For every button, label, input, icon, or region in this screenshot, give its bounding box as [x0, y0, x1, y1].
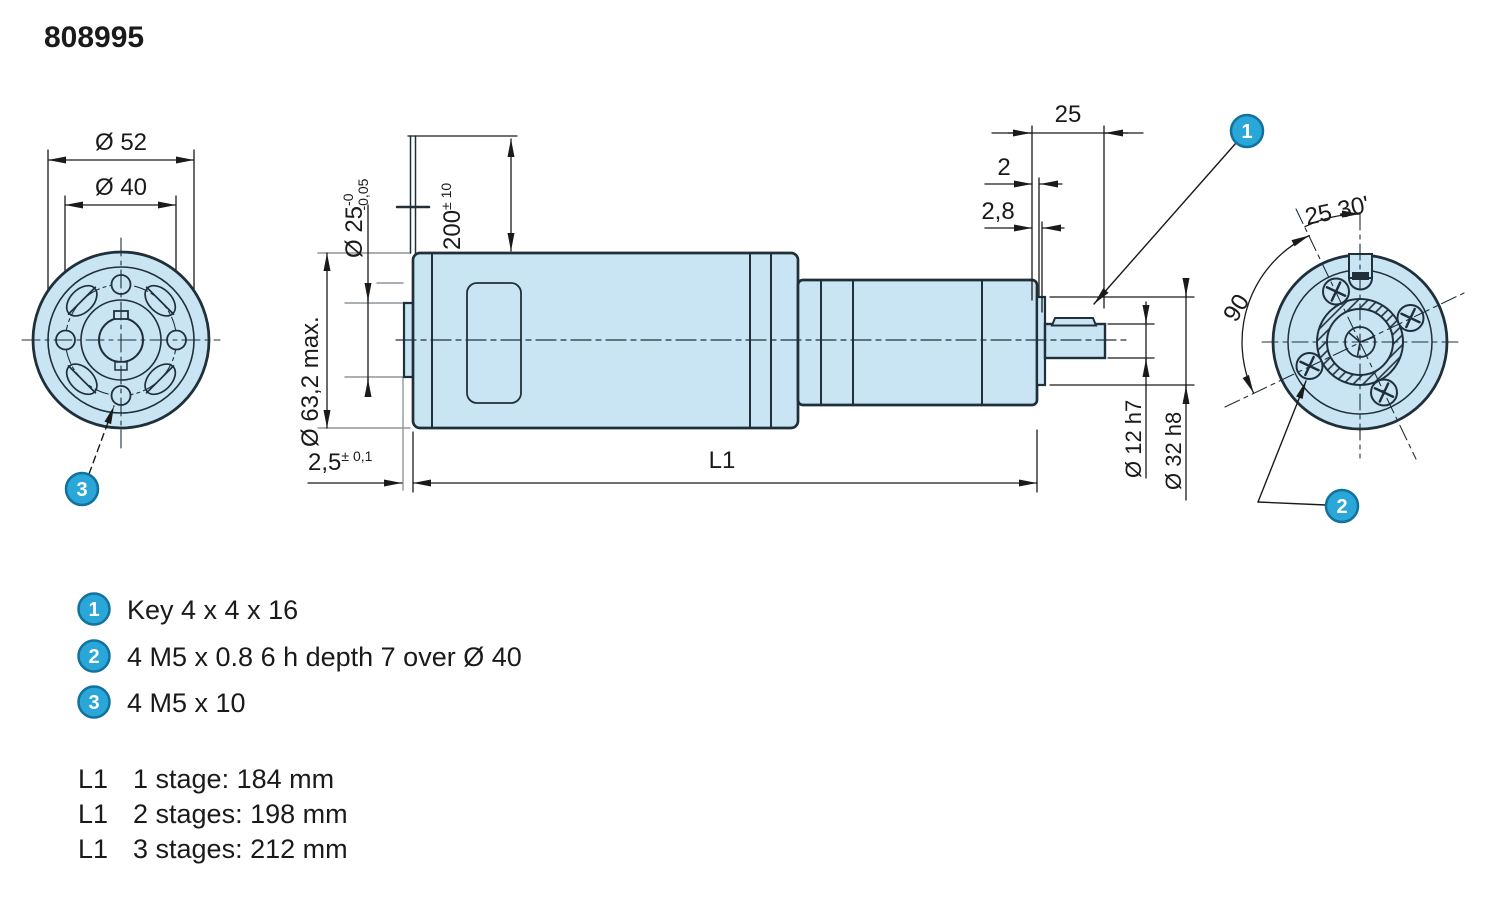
- flange-slots: [65, 284, 177, 396]
- dim-boss-width: 2: [984, 154, 1063, 297]
- rear-face: [1224, 208, 1465, 460]
- legend-number-1: 1: [88, 599, 99, 621]
- callout-2-number: 2: [1336, 496, 1347, 518]
- length-table: L1 1 stage: 184 mm L1 2 stages: 198 mm L…: [78, 764, 348, 864]
- length-value-1: 1 stage: 184 mm: [133, 764, 334, 794]
- dim-shaft-length-label: 25: [1055, 101, 1082, 128]
- legend-text-1: Key 4 x 4 x 16: [127, 595, 298, 625]
- dim-boss-dia: Ø 32 h8: [1049, 278, 1195, 501]
- dim-key-offset: 2,8: [981, 198, 1065, 313]
- legend-item-2: 2 4 M5 x 0.8 6 h depth 7 over Ø 40: [77, 639, 522, 673]
- part-number: 808995: [44, 21, 144, 54]
- length-row-2: L1 2 stages: 198 mm: [78, 799, 348, 829]
- callout-2: 2: [1257, 380, 1360, 524]
- legend-text-2: 4 M5 x 0.8 6 h depth 7 over Ø 40: [127, 642, 522, 672]
- callout-3-number: 3: [76, 479, 87, 501]
- legend-bubble-2: [77, 639, 111, 673]
- length-row-1: L1 1 stage: 184 mm: [78, 764, 334, 794]
- front-flange: [21, 237, 221, 451]
- dim-key-offset-label: 2,8: [981, 198, 1014, 225]
- legend-bubble-1: [77, 592, 111, 626]
- legend-bubble-3: [77, 685, 111, 719]
- dim-L1-label: L1: [709, 447, 736, 474]
- dim-shaft-dia-label: Ø 12 h7: [1121, 400, 1146, 478]
- legend-item-1: 1 Key 4 x 4 x 16: [77, 592, 298, 626]
- dim-L1: L1: [412, 429, 1038, 493]
- legend-text-3: 4 M5 x 10: [127, 688, 246, 718]
- output-shaft: [1043, 322, 1107, 360]
- dim-shaft-length: 25: [991, 101, 1144, 309]
- dim-shaft-dia: Ø 12 h7: [1107, 301, 1155, 479]
- callout-3: 3: [64, 405, 115, 507]
- callout-1-number: 1: [1241, 121, 1252, 143]
- length-label-1: L1: [78, 764, 108, 794]
- motor-label-window: [466, 282, 522, 404]
- length-value-2: 2 stages: 198 mm: [133, 799, 348, 829]
- dim-dia-52-label: Ø 52: [95, 129, 147, 156]
- dim-body-dia-label: Ø 63,2 max.: [297, 316, 324, 447]
- motor-cable: [395, 135, 431, 254]
- dim-cable-length: 200± 10: [407, 135, 518, 252]
- length-value-3: 3 stages: 212 mm: [133, 834, 348, 864]
- dim-cable-length-label: 200± 10: [438, 183, 466, 250]
- dim-pilot-dia: Ø 25-0-0,05: [340, 178, 372, 397]
- dim-pilot-dia-label: Ø 25-0-0,05: [340, 178, 371, 258]
- dim-angle-90-label: 90: [1218, 290, 1255, 327]
- gearmotor-body: [395, 135, 1127, 430]
- length-label-3: L1: [78, 834, 108, 864]
- front-centerlines: [21, 237, 221, 451]
- callout-3-bubble: [64, 471, 100, 507]
- dim-boss-dia-label: Ø 32 h8: [1161, 412, 1186, 490]
- rear-view: 90 25 30' 2: [1218, 191, 1465, 524]
- length-row-3: L1 3 stages: 212 mm: [78, 834, 348, 864]
- callout-2-bubble: [1324, 488, 1360, 524]
- length-label-2: L1: [78, 799, 108, 829]
- gearbox-housing: [796, 278, 1039, 407]
- dim-pilot-depth: 2,5± 0,1: [307, 448, 403, 487]
- dim-pilot-depth-label: 2,5± 0,1: [308, 448, 373, 476]
- legend-number-2: 2: [88, 646, 99, 668]
- callout-1-bubble: [1229, 113, 1265, 149]
- dim-angle-25-30-label: 25 30': [1303, 191, 1372, 231]
- dim-angle-25-30: 25 30': [1303, 191, 1372, 231]
- callout-1: 1: [1093, 113, 1265, 305]
- front-view: Ø 52 Ø 40: [21, 129, 221, 507]
- legend-item-3: 3 4 M5 x 10: [77, 685, 246, 719]
- side-view: 200± 10 Ø 25-0-0,05 Ø 63,2 max. 2,5± 0,1: [297, 101, 1265, 501]
- legend: 1 Key 4 x 4 x 16 2 4 M5 x 0.8 6 h depth …: [77, 592, 522, 719]
- legend-number-3: 3: [88, 692, 99, 714]
- gray-extension-lines: [317, 252, 411, 491]
- dim-dia-40-label: Ø 40: [95, 174, 147, 201]
- shaft-key: [1050, 317, 1098, 327]
- dim-body-dia: Ø 63,2 max.: [297, 252, 331, 447]
- dim-boss-width-label: 2: [997, 154, 1010, 181]
